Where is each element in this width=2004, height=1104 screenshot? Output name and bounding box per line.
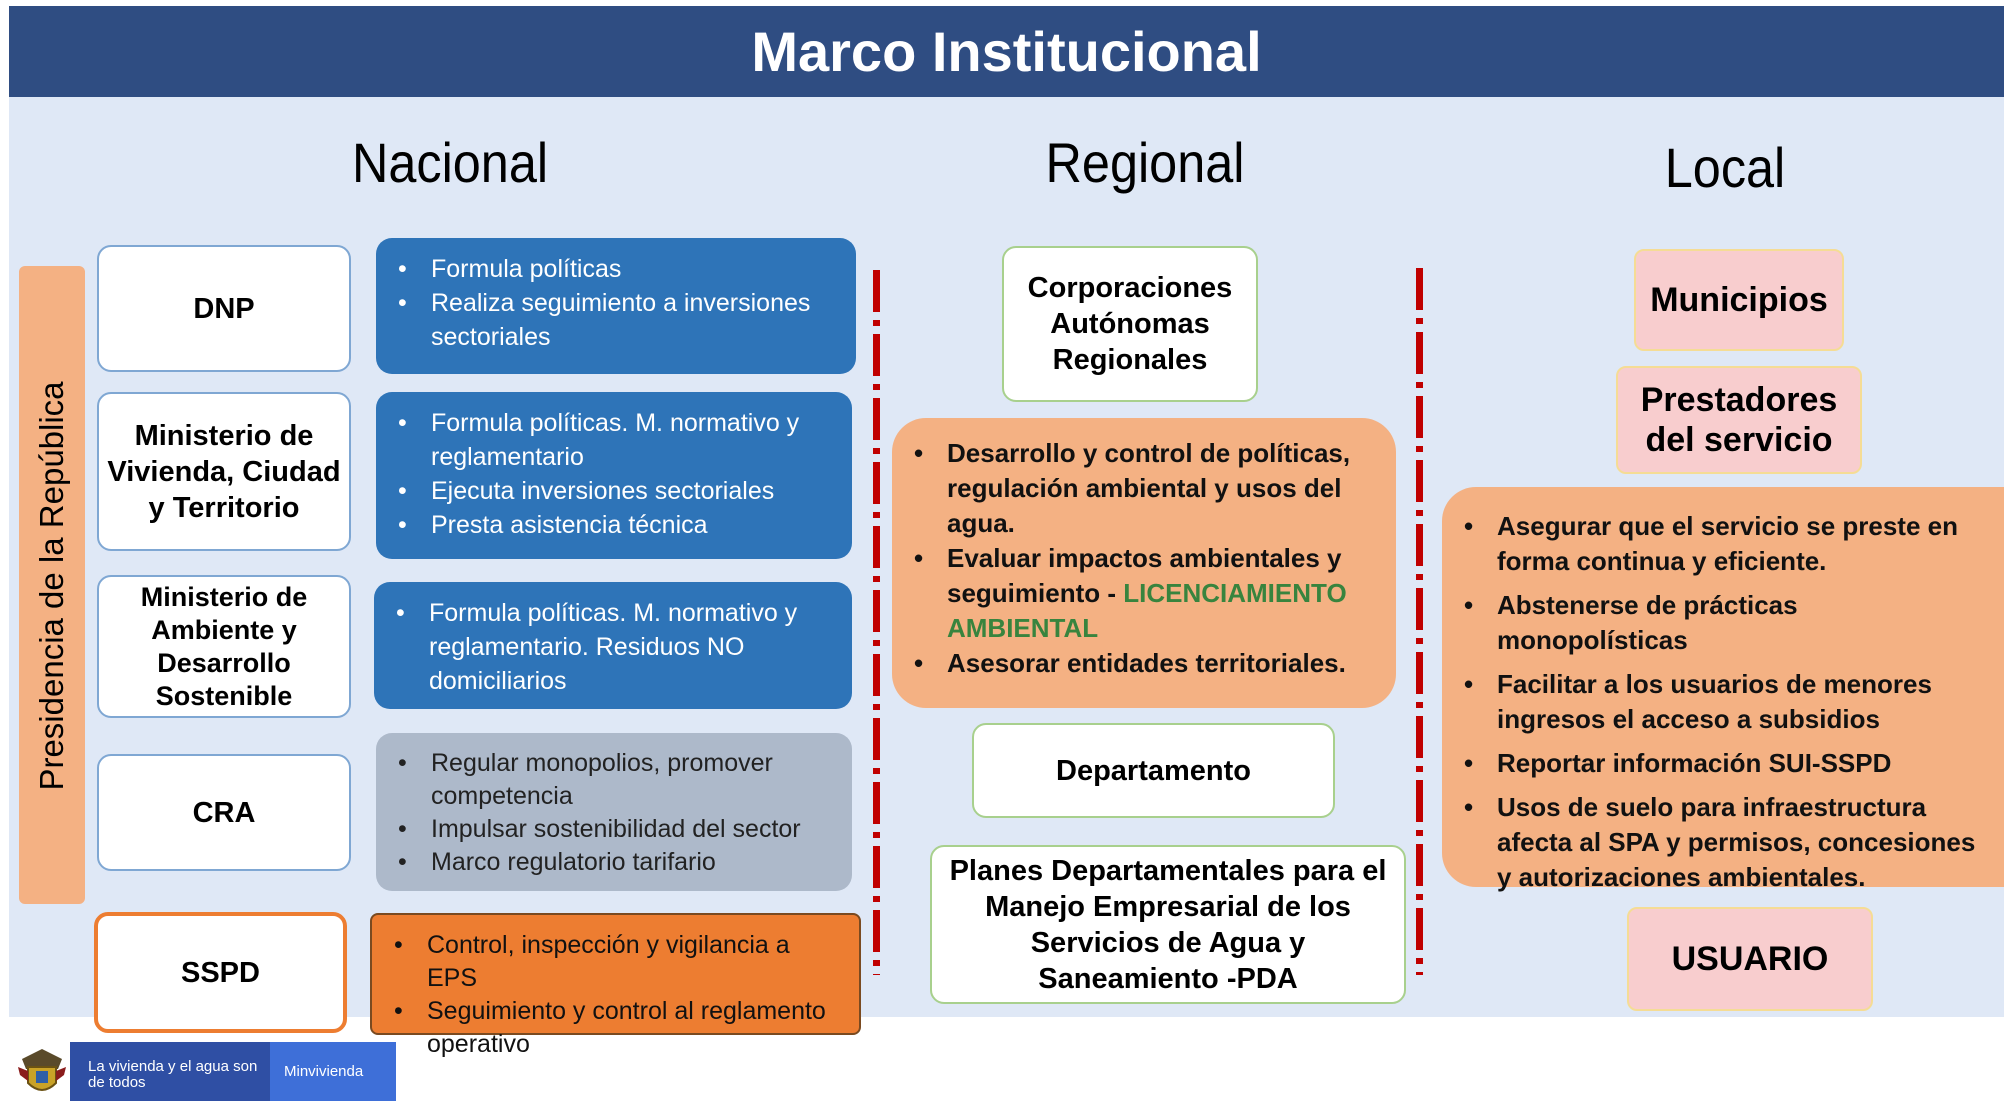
entity-cra: CRA [97, 754, 351, 871]
duty-item: Reportar información SUI-SSPD [1442, 746, 1992, 781]
duties-minvivienda: Formula políticas. M. normativo y reglam… [376, 392, 852, 559]
duty-item: Control, inspección y vigilancia a EPS [372, 929, 839, 995]
licenciamiento-highlight: LICENCIAMIENTO AMBIENTAL [947, 578, 1347, 643]
footer-slogan: La vivienda y el agua son de todos [70, 1042, 270, 1101]
footer-ministry: Minvivienda [270, 1042, 396, 1101]
duty-item: Formula políticas. M. normativo y reglam… [374, 596, 832, 698]
duty-item: Formula políticas [376, 252, 836, 286]
divider-nacional-regional [873, 270, 880, 975]
entity-prestadores: Prestadores del servicio [1616, 366, 1862, 474]
duty-item: Impulsar sostenibilidad del sector [376, 813, 832, 846]
column-title-nacional: Nacional [351, 131, 549, 194]
duty-item: Usos de suelo para infraestructura afect… [1442, 790, 1992, 895]
duties-local: Asegurar que el servicio se preste en fo… [1442, 487, 2004, 892]
entity-municipios: Municipios [1634, 249, 1844, 351]
duty-item: Abstenerse de prácticas monopolísticas [1442, 588, 1992, 658]
entity-minambiente: Ministerio de Ambiente y Desarrollo Sost… [97, 575, 351, 718]
duties-cra: Regular monopolios, promover competencia… [376, 733, 852, 891]
divider-regional-local [1416, 268, 1423, 975]
presidencia-label: Presidencia de la República [33, 381, 70, 791]
presidencia-bar: Presidencia de la República [19, 266, 85, 904]
duty-item: Ejecuta inversiones sectoriales [376, 474, 832, 508]
column-title-local: Local [1664, 136, 1786, 199]
duties-sspd: Control, inspección y vigilancia a EPS S… [370, 913, 861, 1058]
duty-item: Evaluar impactos ambientales y seguimien… [892, 541, 1368, 646]
entity-pda: Planes Departamentales para el Manejo Em… [930, 845, 1406, 1004]
entity-car: Corporaciones Autónomas Regionales [1002, 246, 1258, 402]
duty-item: Asegurar que el servicio se preste en fo… [1442, 509, 1992, 579]
duty-item: Facilitar a los usuarios de menores ingr… [1442, 667, 1992, 737]
duty-item: Seguimiento y control al reglamento oper… [372, 995, 839, 1061]
duties-minambiente: Formula políticas. M. normativo y reglam… [374, 582, 852, 709]
entity-usuario: USUARIO [1627, 907, 1873, 1011]
entity-sspd: SSPD [94, 912, 347, 1033]
coat-of-arms-icon [14, 1045, 70, 1099]
duties-dnp: Formula políticas Realiza seguimiento a … [376, 238, 856, 374]
duty-item: Presta asistencia técnica [376, 508, 832, 542]
column-title-regional: Regional [1045, 131, 1245, 194]
entity-departamento: Departamento [972, 723, 1335, 818]
slide-title: Marco Institucional [9, 6, 2004, 97]
duty-item: Regular monopolios, promover competencia [376, 747, 832, 813]
entity-minvivienda: Ministerio de Vivienda, Ciudad y Territo… [97, 392, 351, 551]
entity-dnp: DNP [97, 245, 351, 372]
duty-text: Evaluar impactos ambientales y seguimien… [947, 543, 1342, 608]
duty-item: Asesorar entidades territoriales. [892, 646, 1368, 681]
duty-item: Marco regulatorio tarifario [376, 846, 832, 879]
duty-item: Formula políticas. M. normativo y reglam… [376, 406, 832, 474]
duty-item: Desarrollo y control de políticas, regul… [892, 436, 1368, 541]
duty-item: Realiza seguimiento a inversiones sector… [376, 286, 836, 354]
duties-car: Desarrollo y control de políticas, regul… [892, 418, 1396, 708]
